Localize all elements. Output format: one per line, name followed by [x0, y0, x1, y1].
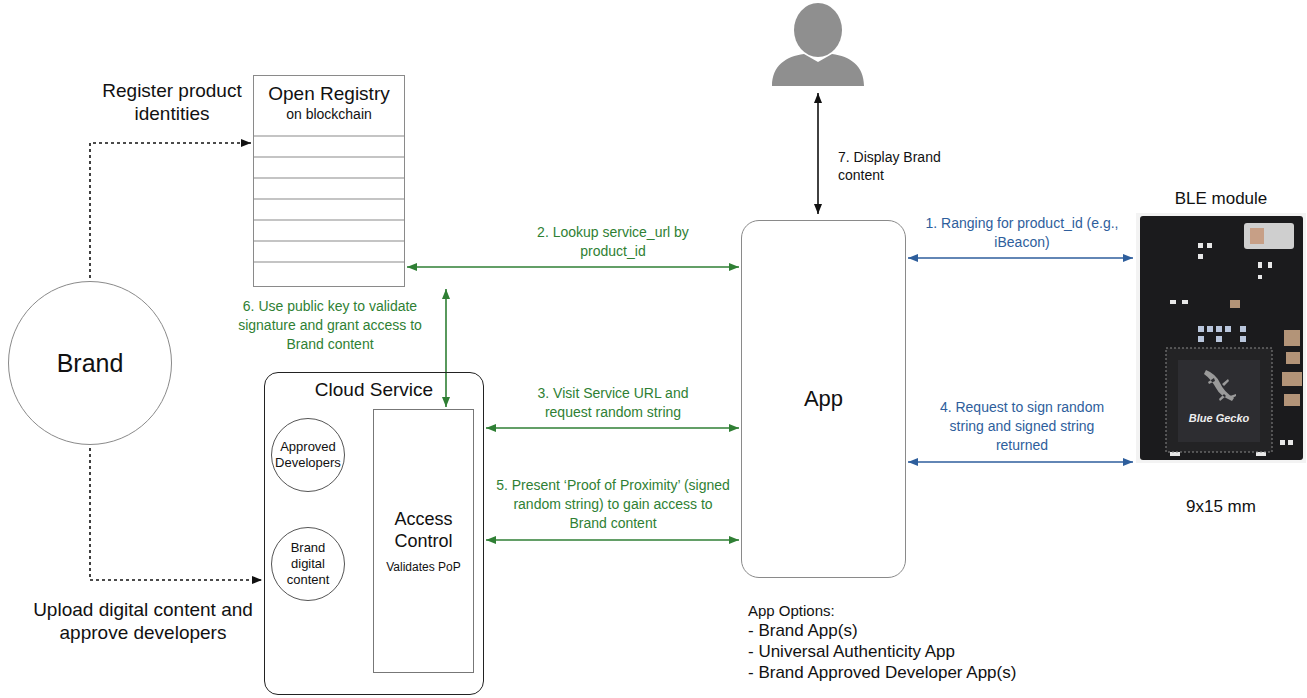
registry-row-lines [254, 136, 404, 262]
connector [908, 461, 1133, 463]
edge-label: 6. Use public key to validate signature … [223, 297, 438, 354]
edge-label: Register product identities [87, 79, 257, 125]
connector [90, 143, 251, 278]
service-container: Cloud ServiceApproved DevelopersBrand di… [264, 372, 484, 695]
registry-box: Open Registryon blockchain [253, 75, 405, 287]
connector [407, 266, 739, 268]
module-board [1140, 216, 1303, 460]
person-head [794, 3, 842, 57]
app-box: App [741, 220, 906, 578]
ble-module: BLE module [1135, 186, 1307, 468]
connector [445, 289, 447, 407]
module-antenna-chip [1250, 228, 1264, 244]
step-label: 7. Display Brand content [838, 148, 963, 184]
list-item: - Universal Authenticity App [748, 642, 1068, 662]
soc-chip [1166, 348, 1272, 452]
gecko-logo [1204, 370, 1236, 401]
circle-text: Approved Developers [274, 439, 342, 471]
module-shield [1244, 223, 1294, 249]
soc-die [1178, 360, 1260, 442]
person-body [772, 54, 864, 86]
list-heading: App Options: [748, 602, 948, 620]
module-title: BLE module [1175, 189, 1268, 209]
dimension-label: 9x15 mm [1135, 497, 1307, 517]
edge-label: 1. Ranging for product_id (e.g., iBeacon… [922, 214, 1122, 252]
content-circle: Brand digital content [271, 527, 345, 601]
edge-label: 2. Lookup service_url by product_id [533, 223, 693, 261]
connector [486, 427, 739, 429]
registry-subtitle: on blockchain [286, 105, 372, 123]
container-title: Cloud Service [315, 378, 433, 401]
module-photo-ground [1136, 213, 1306, 463]
edge-label: 4. Request to sign random string and sig… [935, 398, 1110, 455]
access-control-box: Access ControlValidates PoP [373, 409, 474, 673]
app-title: App [804, 386, 843, 412]
list-item: - Brand App(s) [748, 621, 1068, 641]
connector [908, 257, 1133, 259]
list-item: - Brand Approved Developer App(s) [748, 663, 1068, 683]
registry-title: Open Registry [268, 83, 389, 105]
edge-label: 5. Present ‘Proof of Proximity’ (signed … [496, 476, 731, 533]
developers-circle: Approved Developers [271, 418, 345, 492]
module-pad-array [1198, 326, 1246, 342]
edge-label: 3. Visit Service URL and request random … [513, 384, 713, 422]
chip-marking: Blue Gecko [1186, 412, 1252, 425]
brand-name: Brand [57, 348, 124, 378]
connector [90, 448, 262, 580]
box-subtitle: Validates PoP [386, 560, 461, 575]
brand-circle: Brand [8, 281, 172, 445]
circle-text: Brand digital content [275, 540, 341, 588]
box-title: Access Control [378, 508, 470, 552]
connector [486, 539, 739, 541]
display-arrow-line [817, 93, 819, 214]
edge-label: Upload digital content and approve devel… [31, 598, 256, 644]
